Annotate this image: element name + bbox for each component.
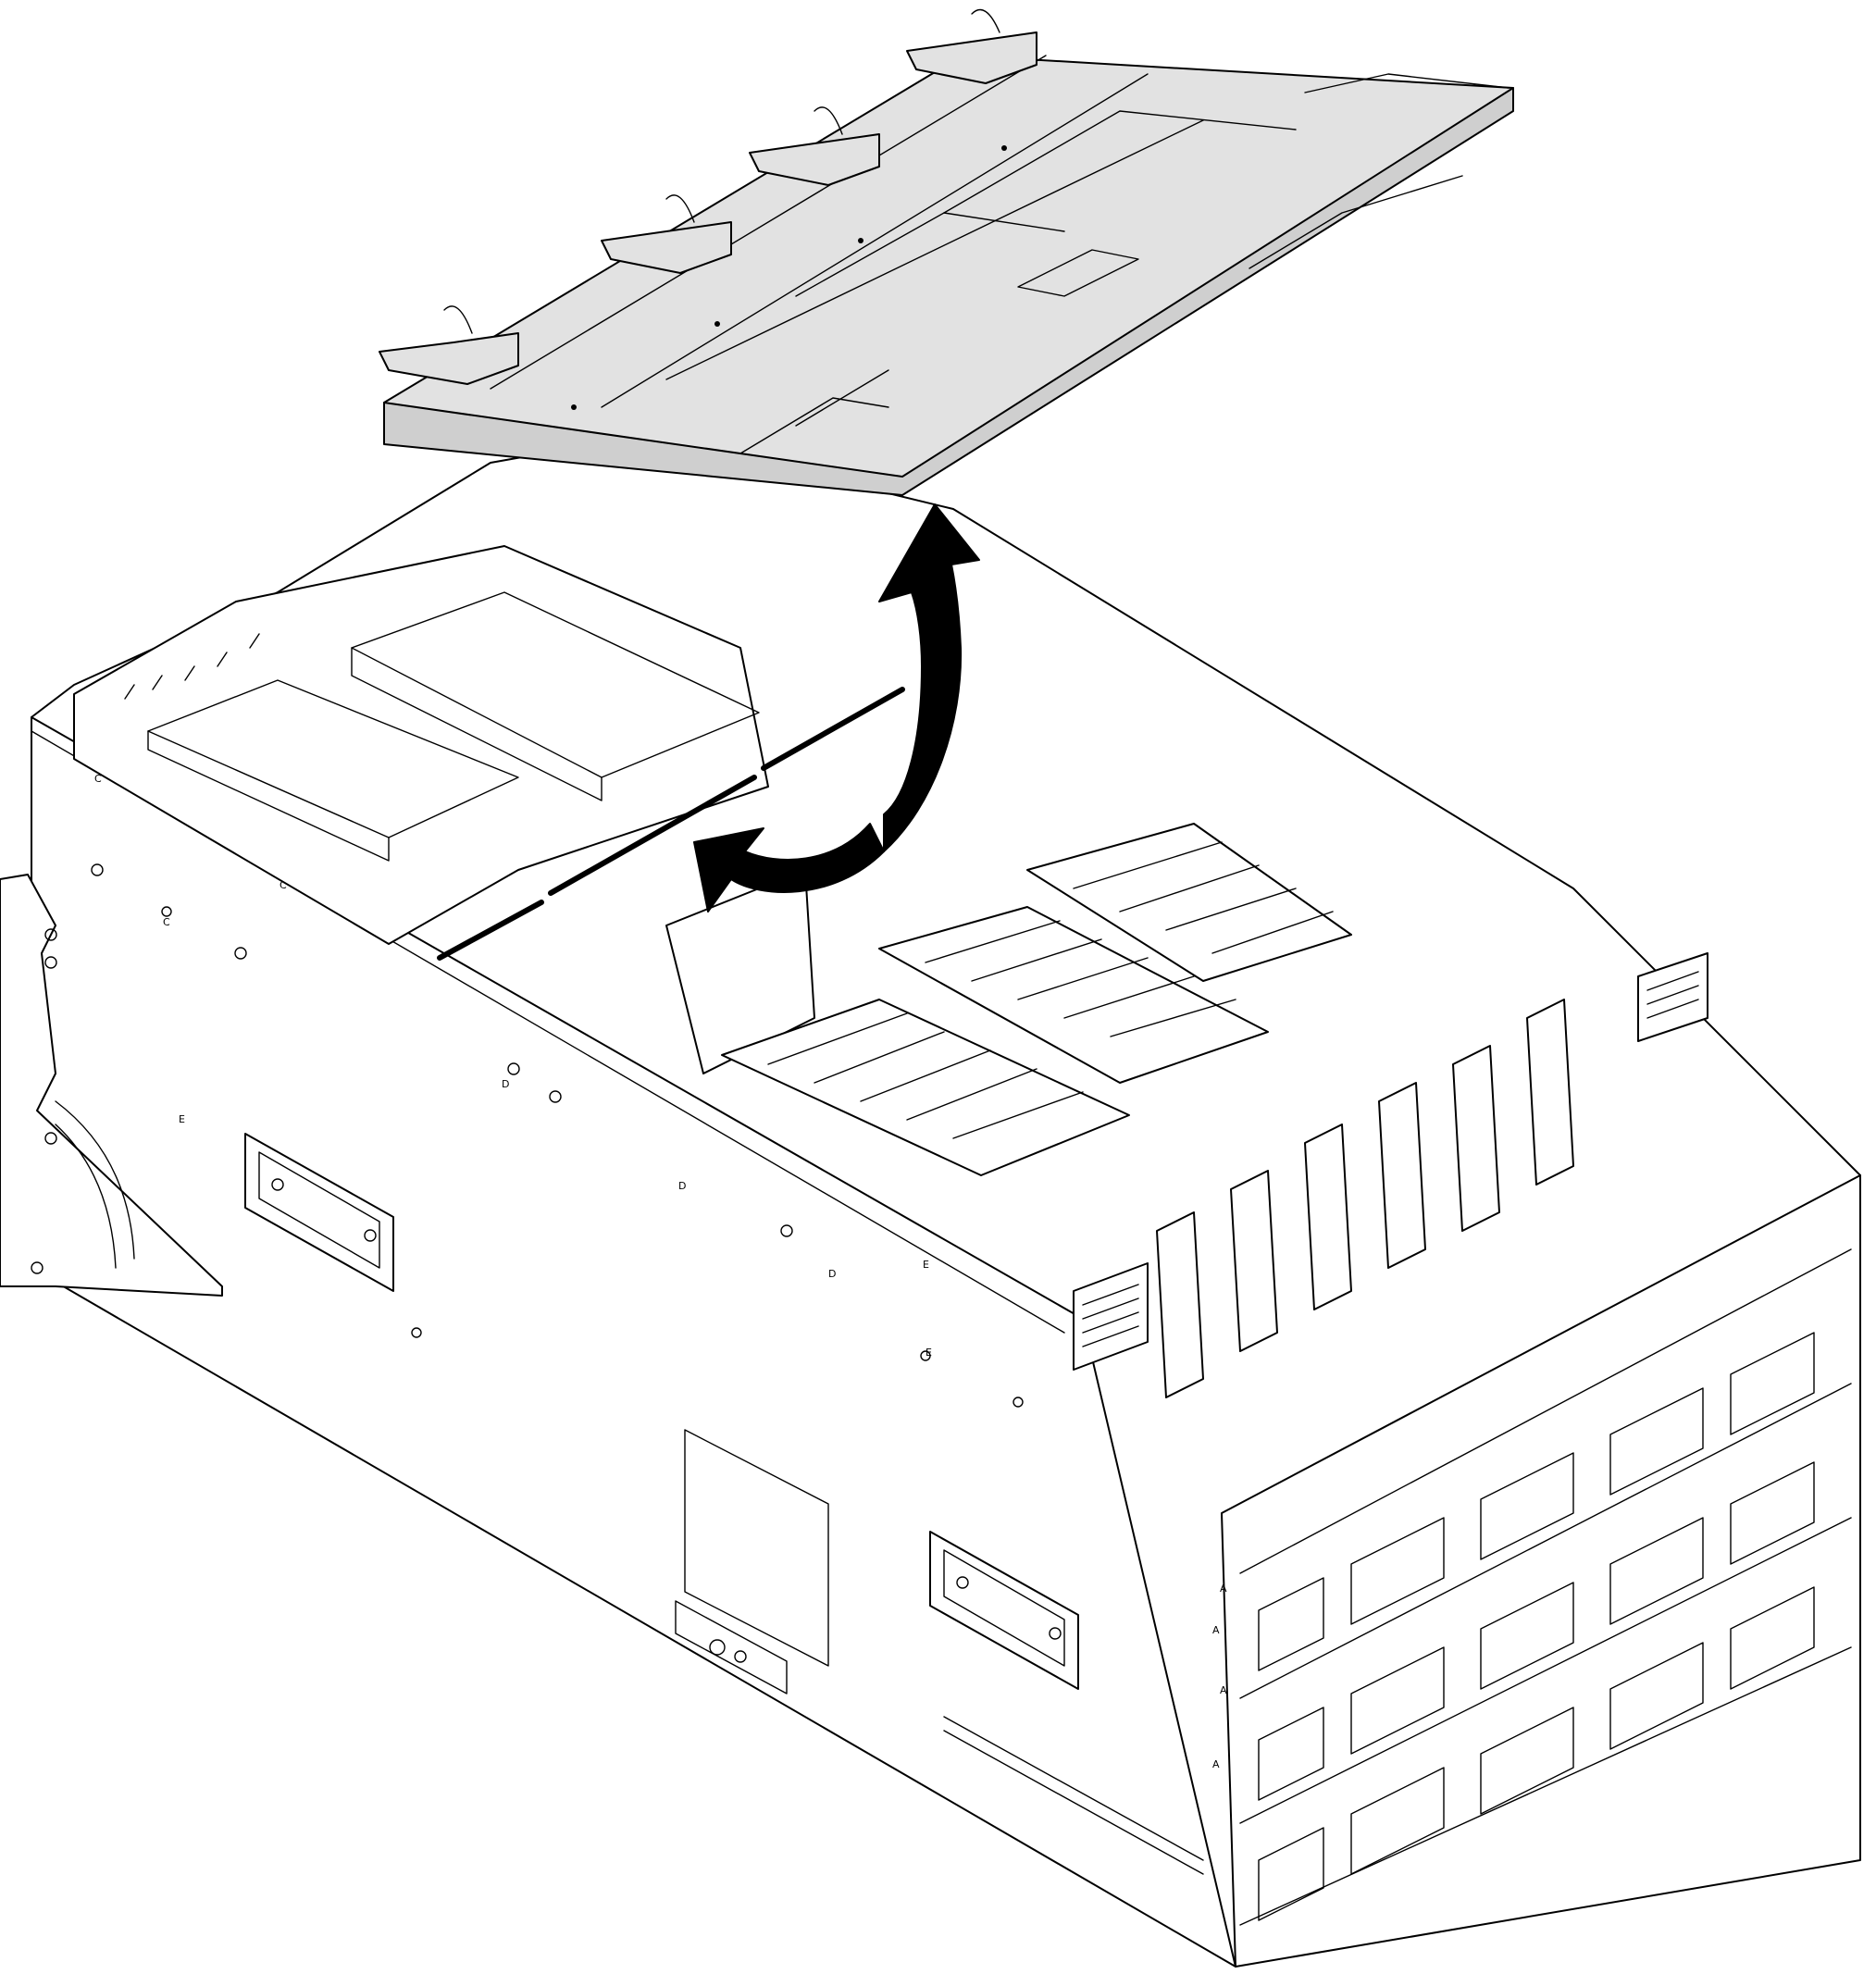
rear-io-ports	[1073, 952, 1708, 1371]
side-access-panel	[684, 1429, 829, 1667]
side-panel-markers: C C C D D D E E E	[94, 773, 932, 1359]
side-handle-rear	[929, 1531, 1079, 1690]
air-baffle	[379, 8, 1514, 496]
air-baffle-clips	[379, 8, 1037, 385]
marker-e-3: E	[926, 1347, 932, 1359]
server-chassis: C C C D D D E E E	[0, 434, 1861, 1968]
marker-c-1: C	[94, 773, 102, 785]
drive-bay-row-1	[1258, 1332, 1815, 1671]
fan-cage	[73, 545, 769, 945]
drive-bay-row-2	[1258, 1461, 1815, 1801]
marker-d-3: D	[828, 1268, 836, 1280]
marker-a-1: A	[1220, 1583, 1227, 1595]
marker-d-2: D	[678, 1180, 686, 1192]
curved-left-arrow-icon	[693, 823, 885, 913]
marker-a-2: A	[1212, 1624, 1220, 1636]
marker-a-4: A	[1212, 1758, 1220, 1770]
curved-up-arrow-icon	[878, 503, 980, 852]
rear-panel-markers: A A A A	[1212, 1583, 1227, 1770]
drive-bay-cage: A A A A	[1212, 1174, 1861, 1968]
chassis-interior	[73, 545, 1708, 1398]
marker-c-2: C	[163, 916, 170, 928]
side-handle-front	[244, 1133, 394, 1292]
chassis-side-panel	[31, 716, 1236, 1968]
alignment-line	[437, 687, 905, 961]
pcie-risers	[1156, 999, 1574, 1398]
marker-d-1: D	[502, 1078, 509, 1090]
marker-e-2: E	[923, 1259, 929, 1271]
marker-e-1: E	[179, 1113, 185, 1125]
front-rack-bracket	[0, 874, 223, 1297]
memory-modules	[721, 823, 1352, 1176]
marker-c-3: C	[280, 879, 287, 891]
drive-bay-row-3	[1258, 1586, 1815, 1921]
marker-a-3: A	[1220, 1684, 1227, 1696]
side-screw-holes	[91, 863, 1024, 1408]
air-baffle-top	[383, 55, 1514, 478]
